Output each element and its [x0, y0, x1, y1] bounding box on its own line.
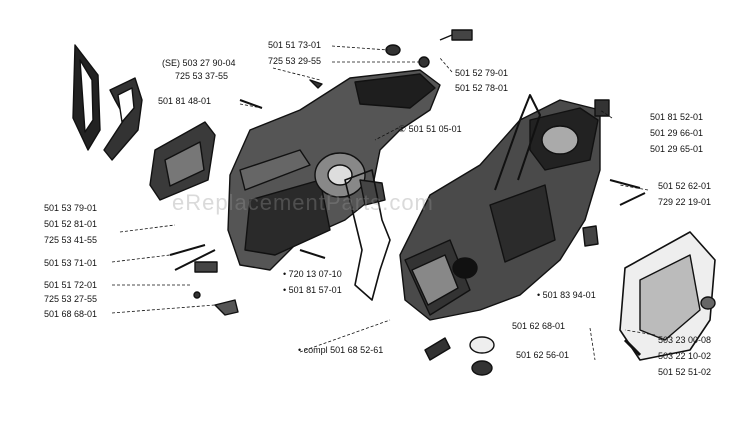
label-503-22-10-02: 503 22 10-02: [658, 351, 712, 361]
label-501-52-62-01: 501 52 62-01: [658, 181, 712, 191]
side-cover-plate: [72, 44, 101, 151]
label-725-53-27-55: 725 53 27-55: [44, 294, 98, 304]
right-side-parts: [582, 99, 646, 247]
label-501-68-68-01: 501 68 68-01: [44, 309, 98, 319]
label-503-23-00-08: 503 23 00-08: [658, 335, 712, 345]
label-501-53-71-01: 501 53 71-01: [44, 258, 98, 268]
label-725-53-29-55: 725 53 29-55: [268, 56, 322, 66]
label-501-53-79-01: 501 53 79-01: [44, 203, 98, 213]
crankcase-right-half: [399, 99, 601, 321]
label-se-503-27-90-04: (SE) 503 27 90-04: [162, 58, 236, 68]
label-725-53-41-55: 725 53 41-55: [44, 235, 98, 245]
label-729-22-19-01: 729 22 19-01: [658, 197, 712, 207]
wire-clip: [494, 94, 541, 191]
gasket-left: [344, 169, 391, 301]
label-501-81-57-01: • 501 81 57-01: [283, 285, 342, 295]
label-501-29-66-01: 501 29 66-01: [650, 128, 704, 138]
label-501-51-73-01: 501 51 73-01: [268, 40, 322, 50]
label-501-81-52-01: 501 81 52-01: [650, 112, 704, 122]
label-501-81-48-01: 501 81 48-01: [158, 96, 212, 106]
label-501-83-94-01: • 501 83 94-01: [537, 290, 596, 300]
label-501-62-56-01: 501 62 56-01: [516, 350, 570, 360]
label-501-62-68-01: 501 62 68-01: [512, 321, 566, 331]
label-501-29-65-01: 501 29 65-01: [650, 144, 704, 154]
label-725-53-37-55: 725 53 37-55: [175, 71, 229, 81]
label-501-52-81-01: 501 52 81-01: [44, 219, 98, 229]
label-501-51-72-01: 501 51 72-01: [44, 280, 98, 290]
leader-lines: [111, 45, 656, 361]
label-720-13-07-10: • 720 13 07-10: [283, 269, 342, 279]
top-small-parts: [239, 29, 473, 109]
label-501-52-51-02: 501 52 51-02: [658, 367, 712, 377]
filter-cover: [149, 121, 216, 201]
label-501-51-05-01: ① 501 51 05-01: [398, 124, 462, 134]
label-501-52-78-01: 501 52 78-01: [455, 83, 509, 93]
bottom-left-parts: [169, 244, 326, 316]
starter-housing: [619, 231, 716, 361]
bracket-piece: [103, 77, 143, 161]
label-501-52-79-01: 501 52 79-01: [455, 68, 509, 78]
bottom-center-parts: [424, 336, 495, 376]
crankcase-left-half: [227, 69, 441, 271]
watermark: eReplacementParts.com: [172, 190, 434, 215]
label-compl-501-68-52-61: • compl 501 68 52-61: [298, 345, 384, 355]
